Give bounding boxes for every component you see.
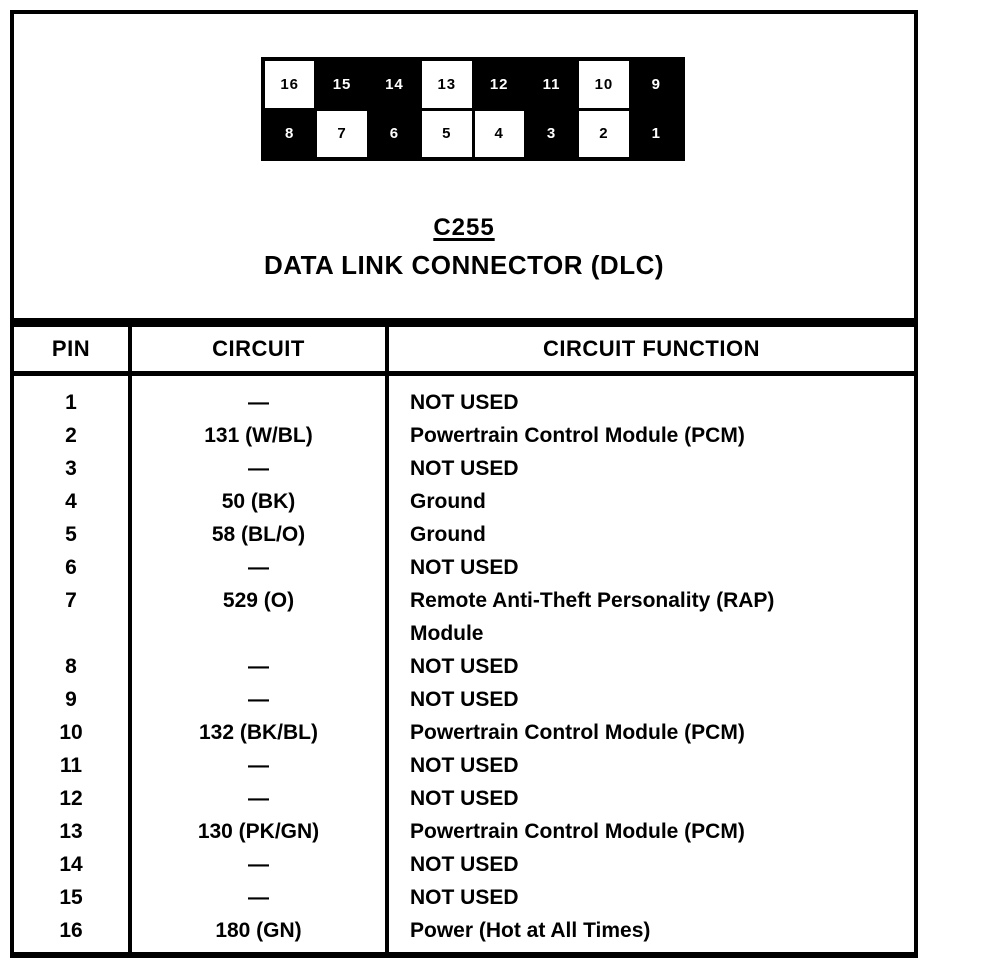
circuit-cell: 131 (W/BL) [204, 424, 313, 447]
circuit-function-cell: Ground [410, 523, 486, 546]
circuit-function-cell: Ground [410, 490, 486, 513]
connector-id: C255 [433, 214, 495, 241]
pin-number-cell: 14 [59, 853, 83, 876]
connector-pin-cell: 14 [369, 61, 420, 108]
connector-pin-cell: 7 [317, 110, 367, 157]
pin-number-cell [14, 617, 128, 650]
pin-number-cell: 11 [59, 754, 83, 777]
circuit-cell: — [248, 787, 269, 810]
column-header-circuit: CIRCUIT [132, 327, 385, 376]
circuit-column: CIRCUIT — 131 (W/BL) — 50 (BK) 58 (BL/O) — 529… [132, 327, 389, 952]
circuit-function-cell: NOT USED [410, 391, 519, 414]
connector-pin-cell: 13 [422, 61, 472, 108]
connector-pin-cell: 11 [526, 61, 577, 108]
circuit-function-cell: NOT USED [410, 853, 519, 876]
circuit-cell: 130 (PK/GN) [197, 820, 320, 843]
circuit-cell: — [248, 457, 269, 480]
pin-number-cell: 2 [65, 424, 77, 447]
pin-number-cell: 6 [65, 556, 77, 579]
pin-number-cell: 4 [65, 490, 77, 513]
circuit-function-cell: Powertrain Control Module (PCM) [410, 721, 745, 744]
circuit-cell: — [248, 391, 269, 414]
connector-pin-cell: 5 [422, 110, 472, 157]
column-header-pin: PIN [14, 327, 128, 376]
circuit-function-cell: NOT USED [410, 688, 519, 711]
connector-pin-cell: 2 [579, 110, 629, 157]
circuit-cell: — [248, 655, 269, 678]
circuit-function-cell: NOT USED [410, 886, 519, 909]
pin-number-cell: 13 [59, 820, 83, 843]
circuit-function-cell: Module [410, 622, 484, 645]
circuit-function-cell: Power (Hot at All Times) [410, 919, 651, 942]
connector-pin-cell: 10 [579, 61, 629, 108]
circuit-function-column: CIRCUIT FUNCTION NOT USED Powertrain Cont… [389, 327, 914, 952]
circuit-function-cell: Powertrain Control Module (PCM) [410, 424, 745, 447]
circuit-function-cell: NOT USED [410, 556, 519, 579]
circuit-cell [132, 617, 385, 650]
circuit-cell: 50 (BK) [221, 490, 296, 513]
connector-pin-cell: 9 [631, 61, 681, 108]
connector-pin-cell: 16 [265, 61, 315, 108]
pin-number-cell: 15 [59, 886, 83, 909]
circuit-function-cell: Powertrain Control Module (PCM) [410, 820, 745, 843]
circuit-cell: 529 (O) [222, 589, 295, 612]
circuit-cell: 58 (BL/O) [211, 523, 306, 546]
circuit-cell: — [248, 886, 269, 909]
circuit-function-cell: Remote Anti-Theft Personality (RAP) [410, 589, 775, 612]
circuit-cell: — [248, 754, 269, 777]
connector-pin-cell: 4 [474, 110, 524, 157]
circuit-function-cell: NOT USED [410, 457, 519, 480]
circuit-function-cell: NOT USED [410, 787, 519, 810]
circuit-function-cell: NOT USED [410, 655, 519, 678]
pin-number-cell: 1 [65, 391, 77, 414]
circuit-column-body: — 131 (W/BL) — 50 (BK) 58 (BL/O) — 529 (O) — — 13… [132, 376, 385, 947]
function-column-body: NOT USED Powertrain Control Module (PCM) N… [389, 376, 914, 947]
column-header-circuit-function: CIRCUIT FUNCTION [389, 327, 914, 376]
figure-caption: C255 DATA LINK CONNECTOR (DLC) [14, 214, 914, 281]
pin-number-cell: 8 [65, 655, 77, 678]
circuit-cell: — [248, 688, 269, 711]
connector-pin-cell: 12 [474, 61, 524, 108]
pin-number-cell: 3 [65, 457, 77, 480]
circuit-cell: — [248, 853, 269, 876]
circuit-cell: 132 (BK/BL) [198, 721, 319, 744]
connector-pin-cell: 1 [631, 110, 681, 157]
pin-number-cell: 16 [59, 919, 83, 942]
connector-title: DATA LINK CONNECTOR (DLC) [263, 250, 665, 280]
connector-pin-cell: 6 [369, 110, 420, 157]
circuit-function-cell: NOT USED [410, 754, 519, 777]
pin-number-cell: 12 [59, 787, 83, 810]
pin-number-cell: 9 [65, 688, 77, 711]
connector-pin-cell: 15 [317, 61, 367, 108]
circuit-cell: — [248, 556, 269, 579]
pin-number-cell: 5 [65, 523, 77, 546]
connector-pin-cell: 3 [526, 110, 577, 157]
circuit-cell: 180 (GN) [215, 919, 302, 942]
pin-number-cell: 10 [59, 721, 83, 744]
connector-pin-cell: 8 [265, 110, 315, 157]
pin-number-cell: 7 [65, 589, 77, 612]
